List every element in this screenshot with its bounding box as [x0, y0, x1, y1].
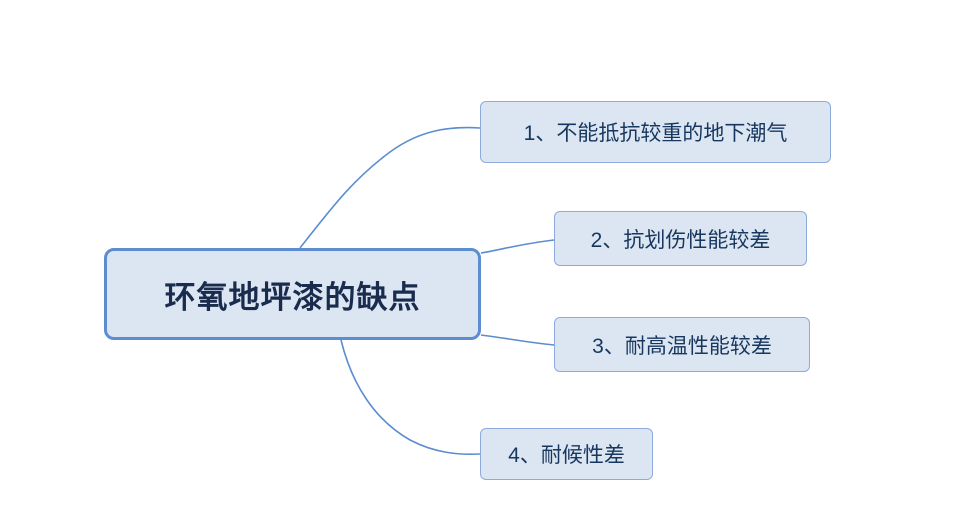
branch-node-1-label: 1、不能抵抗较重的地下潮气: [523, 122, 788, 145]
connector-to-branch-3: [480, 334, 555, 346]
branch-node-4[interactable]: 4、耐候性差: [480, 428, 653, 480]
branch-node-4-label: 4、耐候性差: [508, 444, 625, 467]
branch-node-2[interactable]: 2、抗划伤性能较差: [554, 211, 807, 266]
branch-node-3-label: 3、耐高温性能较差: [592, 334, 772, 358]
branch-node-3[interactable]: 3、耐高温性能较差: [554, 317, 810, 372]
root-node[interactable]: 环氧地坪漆的缺点: [104, 248, 481, 340]
branch-node-1[interactable]: 1、不能抵抗较重的地下潮气: [480, 101, 831, 163]
connector-to-branch-2: [480, 239, 555, 254]
root-node-label: 环氧地坪漆的缺点: [164, 279, 421, 315]
branch-node-2-label: 2、抗划伤性能较差: [590, 228, 771, 252]
connector-to-branch-4: [340, 339, 481, 456]
connector-to-branch-1: [299, 126, 481, 249]
